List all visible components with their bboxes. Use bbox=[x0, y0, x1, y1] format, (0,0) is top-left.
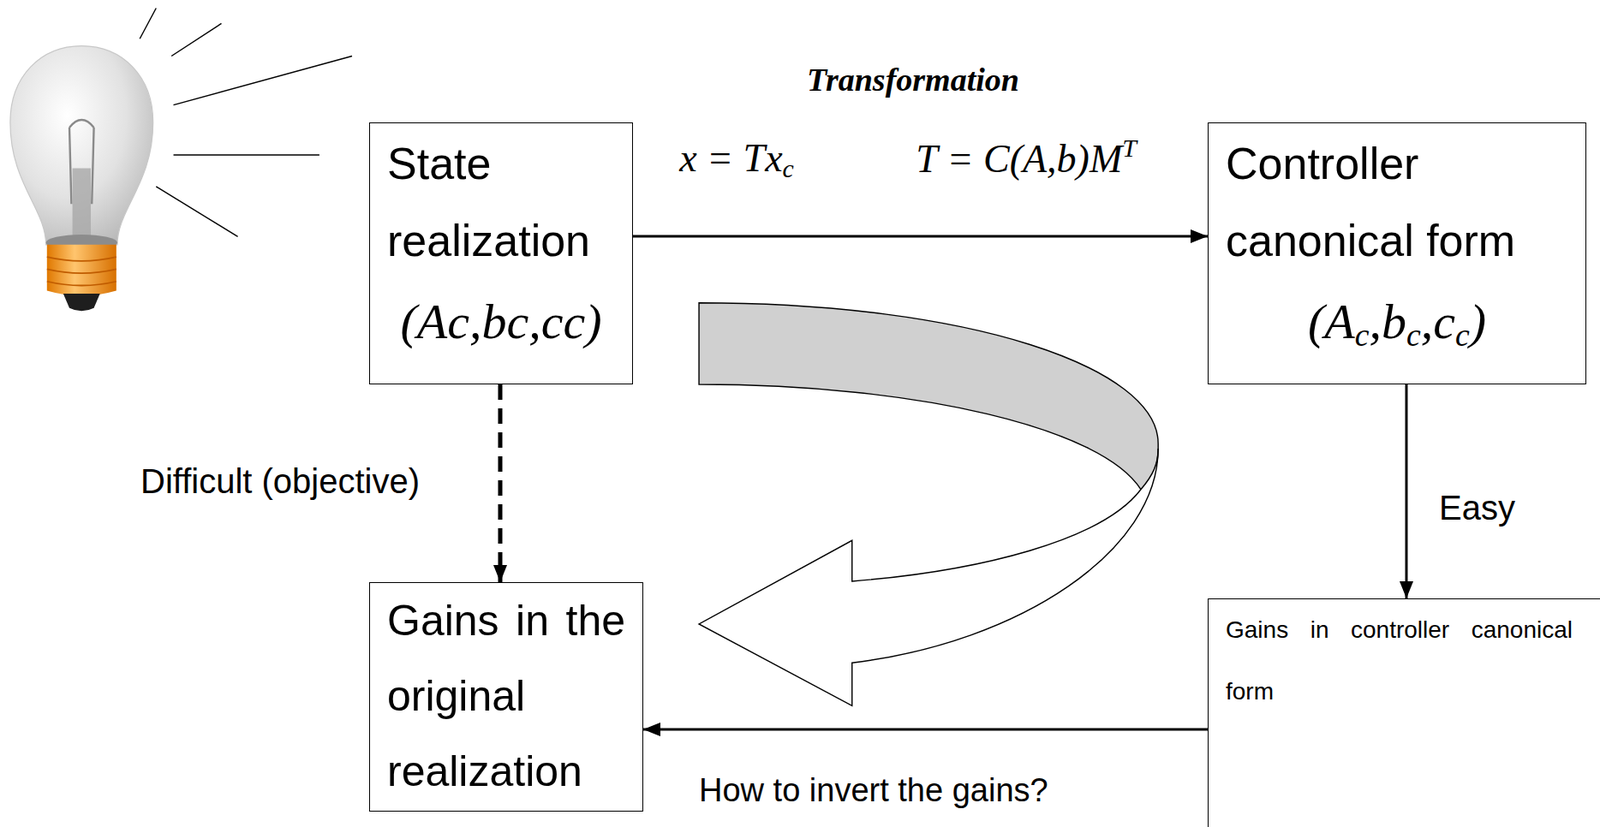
superscript: T bbox=[1122, 133, 1137, 162]
arrow bbox=[643, 728, 1208, 732]
equation: x = Txc bbox=[679, 135, 795, 182]
arrow bbox=[632, 235, 1208, 239]
gains-box: Gains in the original realization bbox=[369, 582, 644, 812]
curved-arrow bbox=[698, 303, 1159, 706]
ray bbox=[173, 56, 353, 106]
box-text: Gains in the original realization bbox=[387, 583, 626, 810]
dashed-arrow bbox=[498, 384, 503, 583]
edge-label: Difficult (objective) bbox=[140, 462, 420, 502]
gains-box: Gains in controller canonical form bbox=[1207, 598, 1600, 827]
box-text: Controller canonical form bbox=[1225, 125, 1569, 280]
bulb-base bbox=[47, 244, 117, 297]
edge-label: How to invert the gains? bbox=[698, 772, 1049, 810]
light-bulb bbox=[10, 46, 154, 312]
math-text: x = Tx bbox=[679, 136, 783, 180]
subscript: c bbox=[1406, 316, 1421, 353]
math-text: ,c bbox=[1420, 293, 1456, 350]
ray bbox=[173, 154, 320, 156]
math-text: ,b bbox=[1368, 293, 1407, 350]
subscript: c bbox=[1355, 316, 1370, 353]
curved-arrow-band bbox=[698, 303, 1159, 490]
box-text: Gains in controller canonical form bbox=[1225, 599, 1573, 723]
math-expression: (Ac,bc,cc) bbox=[387, 279, 615, 365]
ray bbox=[171, 23, 221, 56]
math-expression: (Ac,bc,cc) bbox=[1225, 279, 1569, 365]
light-rays bbox=[139, 8, 353, 238]
subscript: c bbox=[782, 154, 795, 183]
ray bbox=[139, 8, 156, 40]
math-text: (A bbox=[1307, 293, 1356, 350]
math-text: T = C(A,b)M bbox=[915, 137, 1123, 181]
transformation-title: Transformation bbox=[806, 60, 1020, 99]
bulb-glass bbox=[10, 46, 154, 245]
realization-box: State realization (Ac,bc,cc) bbox=[369, 122, 633, 385]
math-text: (Ac,bc,cc) bbox=[400, 293, 602, 350]
edge-label: Easy bbox=[1438, 489, 1516, 528]
bulb-tip bbox=[63, 293, 101, 311]
bulb-thread bbox=[47, 256, 117, 286]
curved-arrow-head bbox=[698, 448, 1159, 706]
equation: T = C(A,b)MT bbox=[915, 135, 1137, 182]
box-text: State realization bbox=[387, 125, 615, 280]
arrow bbox=[1405, 384, 1409, 599]
bulb-stem bbox=[72, 168, 91, 240]
canonical-form-box: Controller canonical form(Ac,bc,cc) bbox=[1207, 122, 1587, 385]
math-text: ) bbox=[1469, 293, 1487, 350]
ray bbox=[155, 186, 238, 237]
subscript: c bbox=[1455, 316, 1470, 353]
